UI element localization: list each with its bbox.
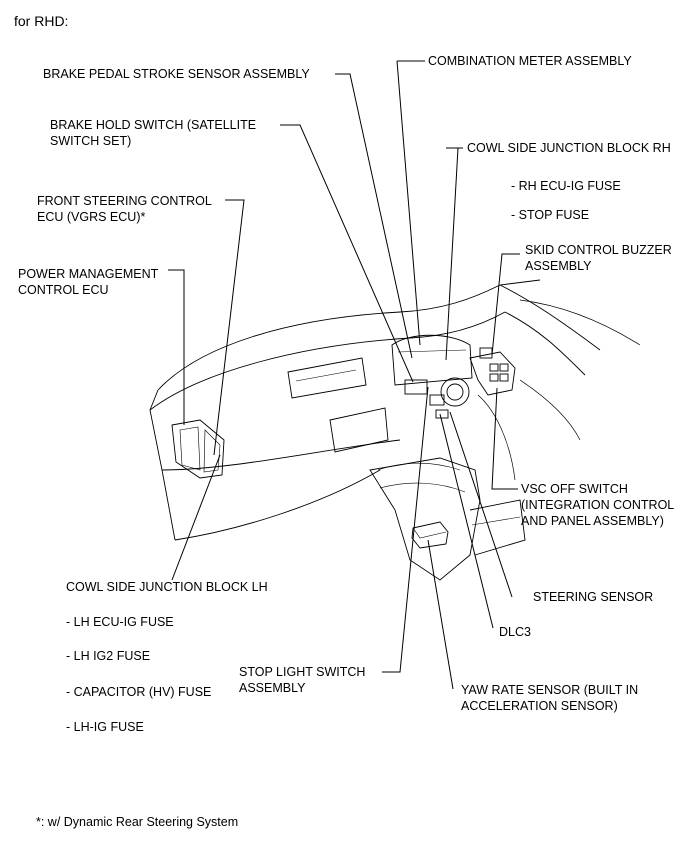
label-dlc3: DLC3 — [499, 625, 531, 639]
label-lh-ig2-fuse: - LH IG2 FUSE — [66, 649, 151, 663]
dashboard-outline — [149, 279, 641, 581]
instrument-cluster — [391, 334, 516, 419]
label-yaw-rate-sensor: YAW RATE SENSOR (BUILT IN ACCELERATION S… — [461, 683, 639, 713]
label-capacitor-hv-fuse: - CAPACITOR (HV) FUSE — [66, 685, 212, 699]
label-brake-hold-switch: BRAKE HOLD SWITCH (SATELLITE SWITCH SET) — [50, 118, 257, 148]
label-cowl-side-junction-block-rh: COWL SIDE JUNCTION BLOCK RH — [467, 141, 671, 155]
label-cowl-side-junction-block-lh: COWL SIDE JUNCTION BLOCK LH — [66, 580, 268, 594]
yaw-rate-sensor-block — [411, 521, 449, 549]
diagram-title: for RHD: — [14, 13, 69, 29]
label-combination-meter-assembly: COMBINATION METER ASSEMBLY — [428, 54, 632, 68]
power-management-ecu-block — [171, 419, 225, 479]
label-vsc-off-switch: VSC OFF SWITCH (INTEGRATION CONTROL AND … — [521, 482, 675, 528]
label-front-steering-control-ecu: FRONT STEERING CONTROL ECU (VGRS ECU)* — [37, 194, 212, 224]
label-power-management-control-ecu: POWER MANAGEMENT CONTROL ECU — [18, 267, 159, 297]
label-stop-fuse: - STOP FUSE — [511, 208, 590, 222]
label-skid-control-buzzer: SKID CONTROL BUZZER ASSEMBLY — [525, 243, 672, 273]
leader-lines — [168, 60, 520, 690]
label-lh-ecu-ig-fuse: - LH ECU-IG FUSE — [66, 615, 174, 629]
label-rh-ecu-ig-fuse: - RH ECU-IG FUSE — [511, 179, 621, 193]
label-brake-pedal-stroke-sensor: BRAKE PEDAL STROKE SENSOR ASSEMBLY — [43, 67, 310, 81]
label-stop-light-switch: STOP LIGHT SWITCH ASSEMBLY — [239, 665, 366, 695]
label-steering-sensor: STEERING SENSOR — [533, 590, 654, 604]
footnote: *: w/ Dynamic Rear Steering System — [36, 815, 239, 829]
label-lh-ig-fuse: - LH-IG FUSE — [66, 720, 144, 734]
